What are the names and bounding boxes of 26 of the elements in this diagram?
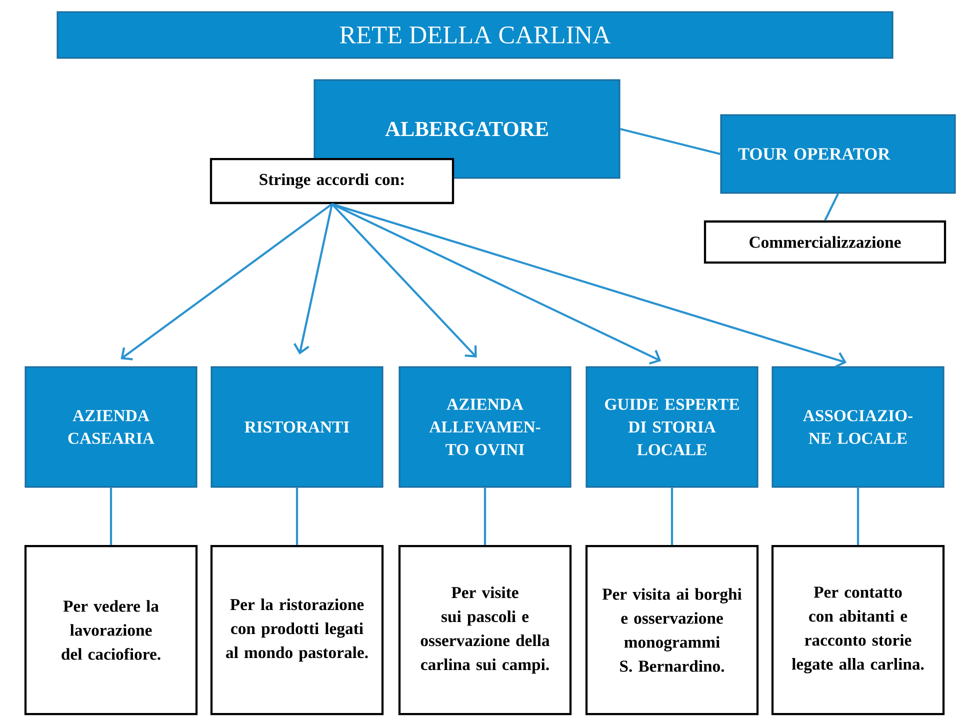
connector-line <box>484 488 486 545</box>
partner-box: GUIDE ESPERTE DI STORIA LOCALE <box>586 366 758 488</box>
connector-line <box>856 488 860 545</box>
partner-box: AZIENDA ALLEVAMEN- TO OVINI <box>398 366 572 488</box>
title-bar: RETE DELLA CARLINA <box>56 11 894 59</box>
description-box: Per contatto con abitanti e racconto storie legate alla carlina. <box>771 544 945 716</box>
description-box: Per vedere la lavorazione del caciofiore. <box>24 544 198 716</box>
connector-line <box>296 488 298 545</box>
partner-box: RISTORANTI <box>210 366 384 488</box>
description-box: Per visita ai borghi e osservazione monogrammi S. Bernardino. <box>585 544 759 716</box>
description-box: Per la ristorazione con prodotti legati al mondo pastorale. <box>210 544 384 716</box>
arrow <box>332 203 662 365</box>
connector-line <box>620 128 720 156</box>
partner-box: ASSOCIAZIO- NE LOCALE <box>772 366 944 488</box>
label-box: Commercializzazione <box>704 220 946 264</box>
arrow <box>332 203 847 368</box>
label-box: Stringe accordi con: <box>210 158 454 204</box>
partner-box: AZIENDA CASEARIA <box>24 366 198 488</box>
connector-line <box>110 488 112 545</box>
connector-line <box>670 488 674 545</box>
arrow <box>120 203 333 360</box>
description-box: Per visite sui pascoli e osservazione della carlina sui campi. <box>398 544 572 716</box>
connector-line <box>824 193 839 221</box>
arrow <box>331 203 477 358</box>
arrow <box>293 204 334 354</box>
role-box: TOUR OPERATOR <box>720 114 956 194</box>
